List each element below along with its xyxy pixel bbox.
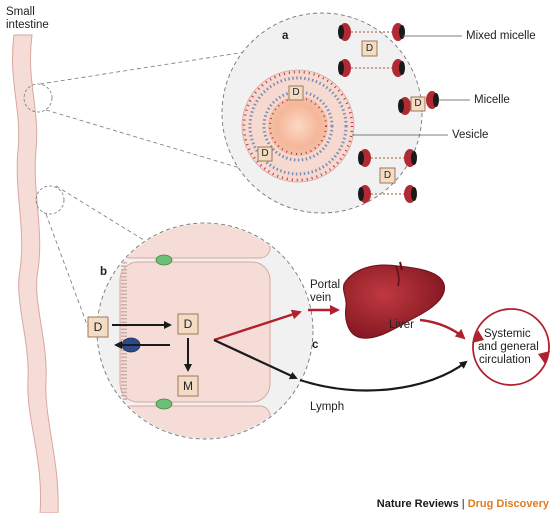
drug-box-micelle	[410, 96, 426, 112]
liver-shape	[343, 261, 446, 339]
zoom-line-a-bottom	[45, 109, 261, 175]
zoom-line-b-top	[55, 185, 161, 251]
arrow-lymph-to-systemic	[299, 360, 468, 392]
small-intestine-label-line1: Small	[6, 6, 35, 18]
arrow-to-lymph	[213, 339, 298, 380]
drug-box-vesicle-top	[288, 85, 304, 101]
systemic-circulation-circle	[472, 308, 550, 386]
drug-box-lumen	[87, 316, 109, 338]
journal-name: Nature Reviews	[376, 498, 459, 510]
drug-label-mixed-micelle-top: D	[365, 43, 374, 54]
vesicle-label: Vesicle	[452, 129, 489, 141]
journal-section: Drug Discovery	[467, 498, 549, 510]
drug-box-vesicle-bottom	[257, 146, 273, 162]
drug-label-vesicle-top: D	[292, 87, 300, 98]
mixed-micelle-label: Mixed micelle	[466, 30, 536, 42]
drug-label-micelle: D	[414, 98, 422, 109]
journal-separator: |	[458, 498, 468, 510]
systemic-label-line1: Systemic	[484, 328, 531, 340]
mixed-micelle-bottom	[358, 149, 417, 203]
drug-box-mixed-micelle-top	[361, 40, 378, 57]
zoom-line-b-bottom	[45, 213, 93, 339]
mixed-micelle-top	[338, 23, 405, 77]
journal-credit: Nature Reviews | Drug Discovery	[377, 498, 549, 510]
drug-label-mixed-micelle-bottom: D	[383, 170, 392, 181]
intestine-zoom-circle-a	[23, 83, 53, 113]
portal-vein-label-line2: vein	[310, 292, 332, 304]
drug-box-mixed-micelle-bottom	[379, 167, 396, 184]
micelle-label: Micelle	[474, 94, 510, 106]
tight-junction-top	[155, 254, 173, 266]
tight-junction-bottom	[155, 398, 173, 410]
portal-vein-label-line1: Portal	[310, 279, 341, 291]
intestine-zoom-circle-b	[35, 185, 65, 215]
panel-a-label: a	[282, 30, 289, 42]
liver-label: Liver	[389, 319, 414, 331]
panel-b-label: b	[100, 266, 108, 278]
panel-c-label: c	[312, 339, 319, 351]
systemic-label-line2: and general	[478, 341, 539, 353]
arrow-liver-to-systemic	[419, 318, 466, 340]
systemic-label-line3: circulation	[479, 354, 531, 366]
small-intestine-label-line2: intestine	[6, 19, 49, 31]
arrow-to-portal-vein	[213, 309, 302, 342]
metabolite-box	[177, 375, 199, 397]
drug-label-vesicle-bottom: D	[261, 148, 269, 159]
drug-label-lumen: D	[93, 320, 103, 334]
drug-label-cell: D	[183, 317, 193, 331]
metabolite-label: M	[183, 379, 193, 393]
lymph-label: Lymph	[310, 401, 345, 413]
small-intestine-tube	[11, 34, 59, 513]
drug-box-cell	[177, 313, 199, 335]
